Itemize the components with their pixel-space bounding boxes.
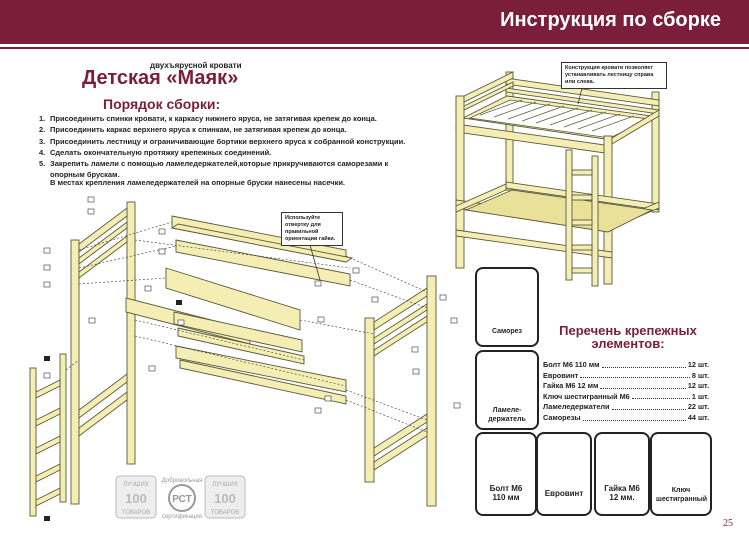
screw-card-label: Саморез — [491, 328, 523, 335]
product-title: Детская «Маяк» — [82, 67, 239, 89]
page-number: 25 — [723, 518, 733, 529]
svg-text:сертификация: сертификация — [162, 514, 202, 520]
steps-note: В местах крепления ламеледержателей на о… — [50, 178, 346, 187]
hex-key-card-label: Ключ шестигранный — [656, 487, 708, 503]
eurovint-card-label: Евровинт — [544, 489, 584, 498]
best-100-logo-left: ЛУЧШИХ 100 ТОВАРОВ — [115, 475, 157, 519]
svg-text:ЛУЧШИХ: ЛУЧШИХ — [212, 482, 238, 488]
bolt-card: Болт М6 110 мм — [475, 432, 537, 516]
page-title: Инструкция по сборке — [500, 9, 721, 31]
screwdriver-callout: Используйте отвертку для правильной орие… — [281, 212, 343, 246]
svg-text:100: 100 — [125, 491, 147, 506]
header-divider — [0, 47, 749, 49]
exploded-bed-drawing — [29, 196, 461, 521]
svg-text:100: 100 — [214, 491, 236, 506]
lamel-holder-card: Ламеле-держатель — [475, 350, 539, 430]
svg-text:ТОВАРОВ: ТОВАРОВ — [211, 510, 239, 516]
hardware-tags — [43, 196, 461, 521]
step-item: 2.Присоединить каркас верхнего яруса к с… — [39, 125, 347, 135]
step-item: 3.Присоединить лестницу и ограничивающие… — [39, 136, 406, 146]
nut-card: Гайка М6 12 мм. — [594, 432, 650, 516]
step-item: 4.Сделать окончательную протяжку крепежн… — [39, 147, 272, 157]
step-item: 1.Присоединить спинки кровати, к каркасу… — [39, 114, 377, 123]
svg-text:Добровольная: Добровольная — [162, 478, 202, 484]
steps-heading: Порядок сборки: — [103, 96, 221, 112]
ladder-callout: Конструкция кровати позволяет устанавлив… — [561, 62, 667, 89]
assembled-bed-drawing — [455, 71, 660, 287]
eurovint-card: Евровинт — [536, 432, 592, 516]
hex-key-card: Ключ шестигранный — [650, 432, 712, 516]
svg-text:ЛУЧШИХ: ЛУЧШИХ — [123, 482, 149, 488]
parts-heading: Перечень крепежных элементов: — [559, 323, 697, 351]
assembly-steps: 1.Присоединить спинки кровати, к каркасу… — [39, 113, 434, 181]
step-item: 5.Закрепить ламели с помощью ламеледержа… — [39, 159, 389, 180]
rst-certification-logo: Добровольная РСТ сертификация — [160, 474, 204, 520]
best-100-logo-right: ЛУЧШИХ 100 ТОВАРОВ — [204, 475, 246, 519]
header-bar: Инструкция по сборке — [0, 0, 749, 44]
svg-text:ТОВАРОВ: ТОВАРОВ — [122, 510, 150, 516]
product-subtitle: двухъярусной кровати — [150, 61, 242, 70]
screw-card: Саморез — [475, 267, 539, 347]
svg-text:РСТ: РСТ — [172, 494, 192, 505]
lamel-holder-card-label: Ламеле-держатель — [488, 407, 526, 423]
bolt-card-label: Болт М6 110 мм — [489, 484, 523, 502]
nut-card-label: Гайка М6 12 мм. — [604, 484, 640, 502]
